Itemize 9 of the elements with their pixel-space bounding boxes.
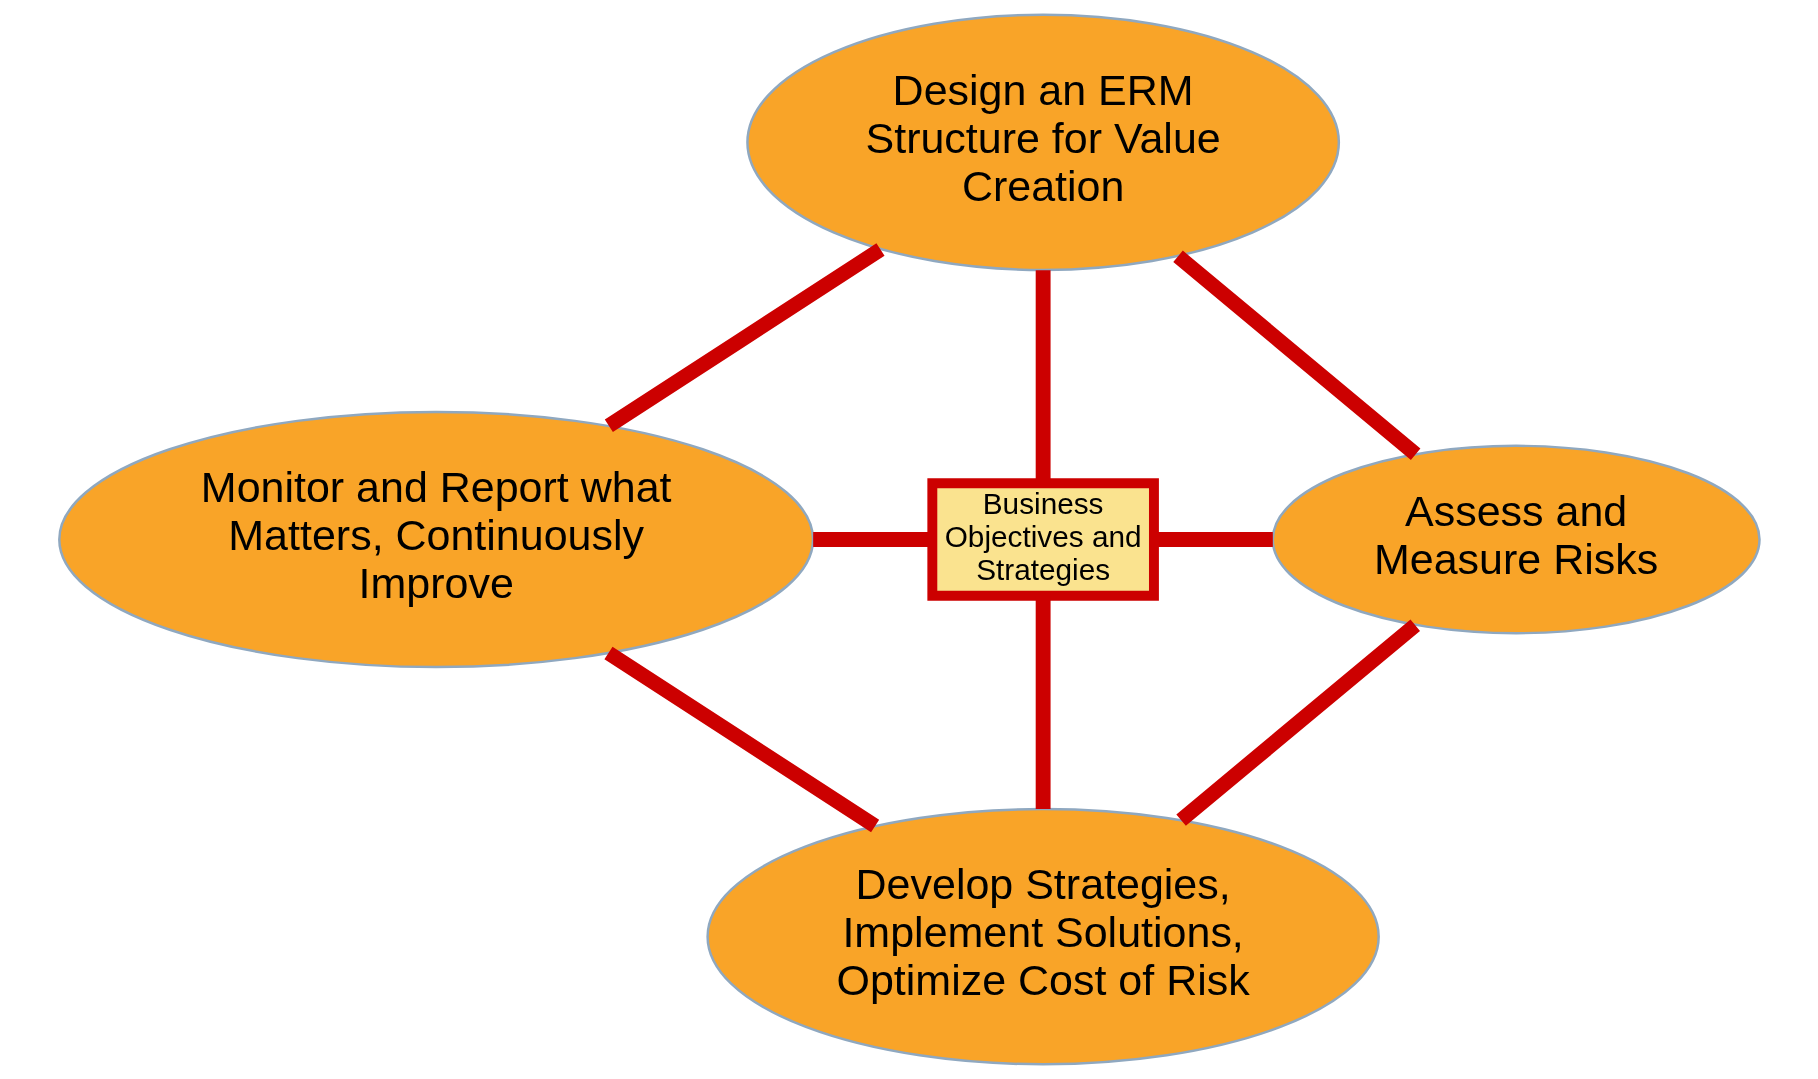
node-ellipse: Develop Strategies, Implement Solutions, Optimize Cost of Risk xyxy=(705,807,1380,1066)
node-ellipse: Monitor and Report what Matters, Continuously Improve xyxy=(57,410,814,669)
node-ellipse: Assess and Measure Risks xyxy=(1271,444,1761,635)
connector xyxy=(603,646,879,833)
connector xyxy=(1172,250,1420,460)
node-ellipse: Design an ERM Structure for Value Creation xyxy=(745,13,1340,272)
node-box: Business Objectives and Strategies xyxy=(926,478,1159,601)
connector xyxy=(604,243,885,433)
connector xyxy=(1175,619,1420,826)
